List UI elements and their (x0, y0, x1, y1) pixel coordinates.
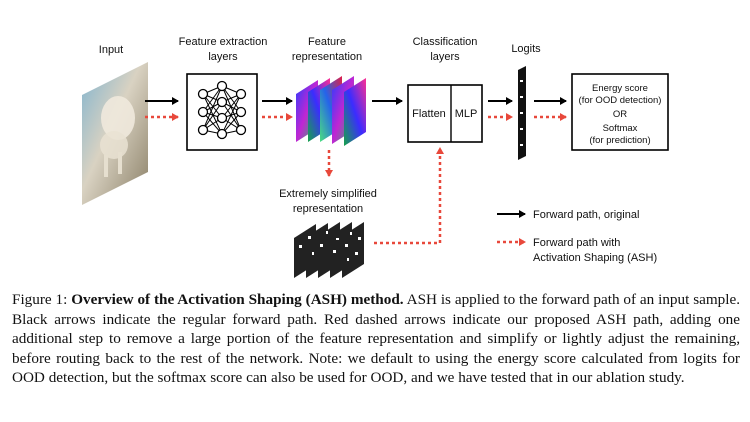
classification-label-line2: layers (430, 51, 460, 63)
simplified-feature-maps (294, 222, 364, 278)
logits-label: Logits (511, 43, 541, 55)
legend-ash-label-line2: Activation Shaping (ASH) (533, 252, 657, 264)
feature-extraction-label-line1: Feature extraction (179, 36, 268, 48)
ash-overview-figure: Input Feature extraction layers Feature … (82, 36, 669, 278)
caption-body: ASH is applied to the forward path of an… (12, 291, 741, 386)
simplified-label-line1: Extremely simplified (279, 188, 377, 200)
feature-representation-label-line1: Feature (308, 36, 346, 48)
input-label: Input (99, 44, 123, 56)
classification-label-line1: Classification (413, 36, 478, 48)
output-softmax: Softmax (603, 123, 638, 134)
neural-network-icon (186, 73, 258, 151)
legend-ash-label-line1: Forward path with (533, 237, 620, 249)
caption-prefix: Figure 1: (12, 291, 72, 308)
mlp-label: MLP (455, 108, 478, 120)
ash-return-arrow (374, 147, 444, 245)
figure-caption: Figure 1: Overview of the Activation Sha… (12, 290, 740, 388)
caption-title: Overview of the Activation Shaping (ASH)… (71, 291, 404, 308)
legend-forward-label: Forward path, original (533, 209, 639, 221)
output-energy-note: (for OOD detection) (579, 95, 662, 106)
simplified-label-line2: representation (293, 203, 363, 215)
output-softmax-note: (for prediction) (589, 135, 650, 146)
output-box (571, 73, 669, 151)
output-energy-score: Energy score (592, 83, 648, 94)
feature-representation-label-line2: representation (292, 51, 362, 63)
flatten-label: Flatten (412, 108, 446, 120)
feature-maps (296, 76, 366, 146)
classification-box (407, 84, 483, 143)
feature-extraction-label-line2: layers (208, 51, 238, 63)
output-or: OR (613, 109, 627, 120)
